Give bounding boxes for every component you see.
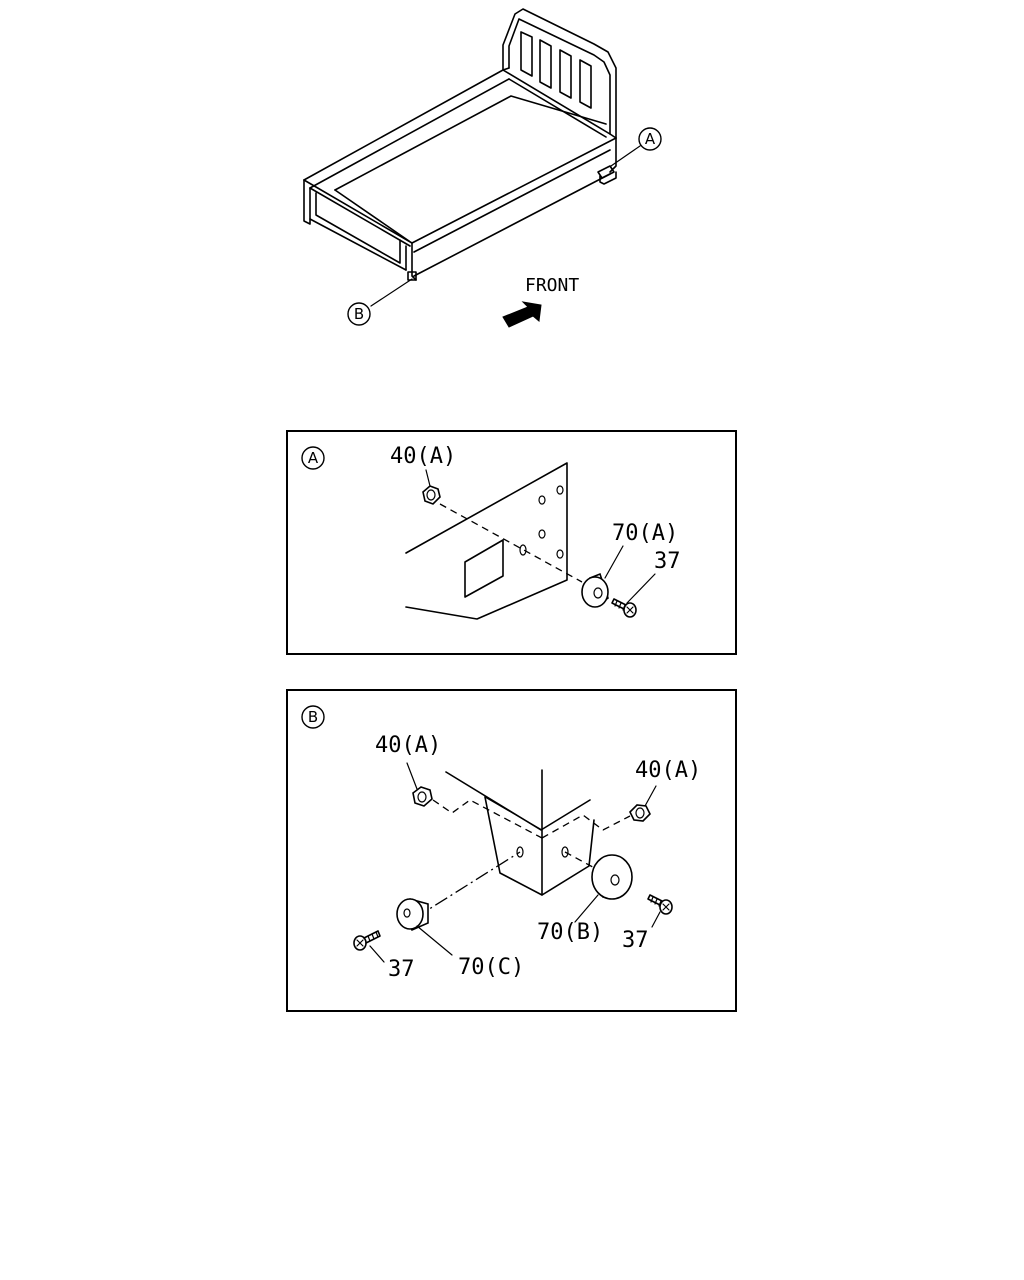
part-label-70c: 70(C) bbox=[458, 955, 524, 980]
detail-b-centerline-right bbox=[541, 814, 631, 839]
detail-b-mount-c-icon bbox=[396, 898, 429, 932]
part-label-40a-left: 40(A) bbox=[375, 733, 441, 758]
part-label-37: 37 bbox=[654, 549, 681, 574]
detail-b-nut-right-icon bbox=[629, 804, 651, 822]
detail-b-frame bbox=[286, 689, 737, 1012]
svg-text:B: B bbox=[354, 305, 364, 323]
part-label-40a: 40(A) bbox=[390, 444, 456, 469]
callout-a-marker: A bbox=[638, 127, 662, 151]
part-label-37-left: 37 bbox=[388, 957, 415, 982]
detail-b-panel-label: B bbox=[301, 705, 325, 729]
svg-text:A: A bbox=[308, 449, 319, 467]
detail-b-centerline-front bbox=[414, 851, 521, 919]
detail-b-bolt-left-icon bbox=[353, 930, 381, 951]
svg-text:B: B bbox=[308, 708, 318, 726]
detail-a-mount-icon bbox=[581, 572, 609, 608]
detail-b-nut-left-icon bbox=[412, 786, 433, 807]
detail-a-frame bbox=[286, 430, 737, 655]
front-label: FRONT bbox=[525, 275, 579, 296]
detail-b-bolt-right-icon bbox=[647, 894, 673, 915]
callout-b-marker: B bbox=[347, 302, 371, 326]
detail-a-nut-icon bbox=[422, 485, 441, 505]
svg-text:A: A bbox=[645, 130, 656, 148]
part-label-37-right: 37 bbox=[622, 928, 649, 953]
truck-bed-overview bbox=[303, 8, 641, 307]
detail-a-bracket bbox=[405, 462, 568, 620]
part-label-70b: 70(B) bbox=[537, 920, 603, 945]
front-arrow-icon bbox=[502, 301, 542, 328]
detail-a-bolt-icon bbox=[611, 598, 637, 618]
detail-a-panel-label: A bbox=[301, 446, 325, 470]
detail-b-mount-b-icon bbox=[591, 854, 633, 900]
detail-b-bracket bbox=[445, 769, 595, 896]
part-label-70a: 70(A) bbox=[612, 521, 678, 546]
detail-b-centerline-left bbox=[432, 799, 543, 839]
detail-a-centerline bbox=[439, 503, 583, 583]
part-label-40a-right: 40(A) bbox=[635, 758, 701, 783]
